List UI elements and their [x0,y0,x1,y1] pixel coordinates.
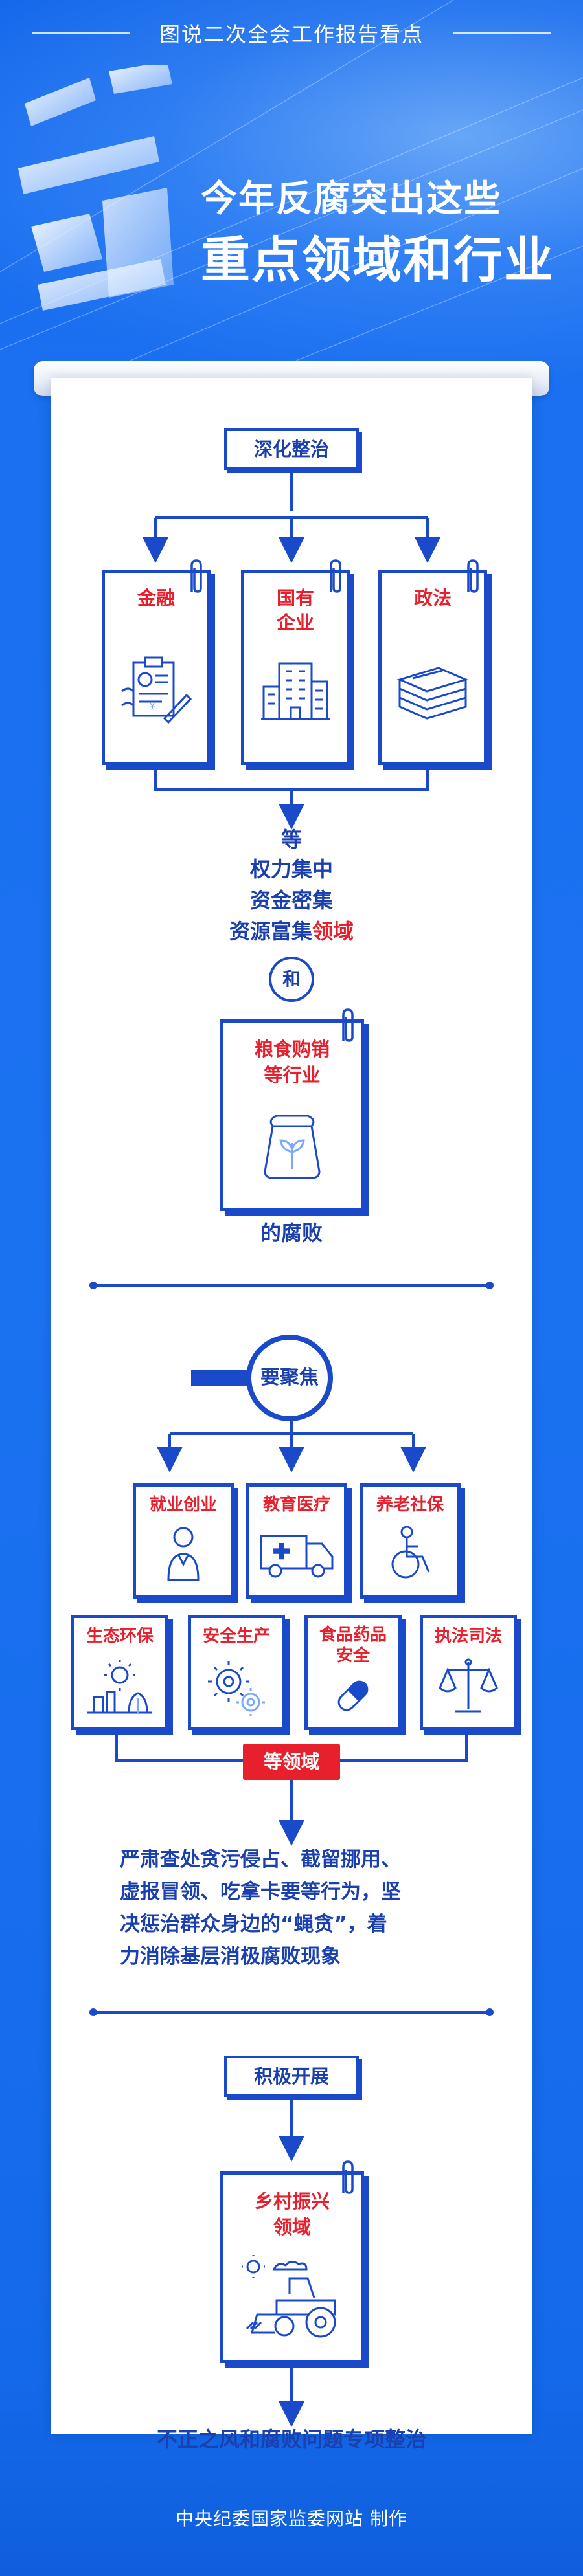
paperclip-icon [330,559,341,593]
doc-politics-law: 政法 [378,570,487,765]
divider-dot-left [89,2008,97,2016]
doc-title-line1: 国有 [276,587,314,609]
doc-title: 就业创业 [149,1495,217,1515]
text-resources-rich: 资源富集领域 [162,915,421,948]
text-power-concentrated: 权力集中 [249,857,333,882]
footer-credit: 中央纪委国家监委网站 制作 [176,2508,407,2529]
capsule-icon [337,1680,369,1711]
text-funds-intensive: 资金密集 [249,888,333,913]
top-rule-left [32,32,130,34]
section3-label: 积极开展 [224,2056,359,2097]
doc-finance: 金融 ¥ [102,570,211,765]
svg-text:¥: ¥ [149,700,155,712]
section1-label: 深化整治 [224,428,359,470]
big-glyph-graphic [18,65,174,311]
person-icon [167,1527,200,1581]
text-corruption-of: 的腐败 [260,1221,323,1245]
doc-title-line2: 领域 [273,2216,311,2238]
doc-title-line2: 安全 [336,1646,370,1665]
text-resources-rich-main: 资源富集 [229,919,312,944]
doc-title-line1: 粮食购销 [254,1038,330,1060]
paperclip-icon [467,559,479,593]
doc-rural-revitalization: 乡村振兴 领域 [220,2171,364,2363]
doc-title: 生态环保 [86,1627,154,1646]
ambulance-icon [260,1535,334,1578]
magnifier-focus-label: 要聚焦 [246,1335,333,1421]
doc-employment: 就业创业 [133,1483,234,1599]
top-title: 图说二次全会工作报告看点 [159,22,424,47]
paperclip-icon [342,2160,354,2194]
doc-title: 安全生产 [202,1627,270,1646]
text-field-red: 领域 [312,919,354,944]
text-para-line3: 决惩治群众身边的“蝇贪”，着 [120,1913,387,1936]
text-para-line1: 严肃查处贪污侵占、截留挪用、 [120,1848,401,1871]
paperclip-icon [190,559,202,593]
doc-title: 金融 [137,587,175,609]
text-special-rectification: 不正之风和腐败问题专项整治 [156,2427,426,2452]
doc-work-safety: 安全生产 [188,1615,285,1730]
building-icon [261,662,330,720]
doc-title-line2: 企业 [276,612,314,634]
doc-title-line2: 等行业 [264,1064,321,1086]
doc-title: 养老社保 [376,1495,444,1515]
divider-dot-right [486,2008,494,2016]
doc-education-medical: 教育医疗 [246,1483,347,1599]
doc-law-enforcement: 执法司法 [420,1615,517,1730]
doc-grain: 粮食购销 等行业 [220,1019,364,1211]
doc-pension-social: 养老社保 [360,1483,461,1599]
section-divider [96,1284,487,1287]
headline-line1: 今年反腐突出这些 [201,178,501,220]
magnifier-handle [191,1370,248,1386]
doc-title: 政法 [413,587,452,609]
doc-title-line1: 乡村振兴 [254,2190,330,2212]
he-circle: 和 [269,957,314,1002]
doc-title: 执法司法 [434,1627,502,1646]
eco-environment-icon [87,1660,152,1714]
text-deng: 等 [280,827,302,852]
tractor-icon [242,2255,336,2338]
section-divider [96,2011,487,2014]
scales-icon [439,1658,498,1713]
gears-icon [208,1661,265,1716]
headline-line2: 重点领域和行业 [201,231,554,289]
book-stack-icon [396,667,469,720]
doc-title-line1: 食品药品 [319,1625,387,1645]
grain-sack-icon [264,1115,321,1179]
doc-state-enterprise: 国有 企业 [241,570,350,765]
paperclip-icon [342,1008,354,1042]
doc-food-drug-safety: 食品药品 安全 [304,1615,402,1730]
top-rule-right [453,32,551,34]
doc-ecology: 生态环保 [71,1615,168,1730]
divider-dot-right [486,1282,494,1289]
divider-dot-left [89,1282,97,1289]
wheelchair-icon [391,1526,430,1579]
text-para-line4: 力消除基层消极腐败现象 [120,1945,341,1968]
doc-title: 教育医疗 [262,1495,330,1515]
finance-document-icon: ¥ [121,656,192,724]
text-para-line2: 虚报冒领、吃拿卡要等行为，坚 [120,1880,401,1904]
tag-and-other-fields: 等领域 [243,1744,340,1780]
